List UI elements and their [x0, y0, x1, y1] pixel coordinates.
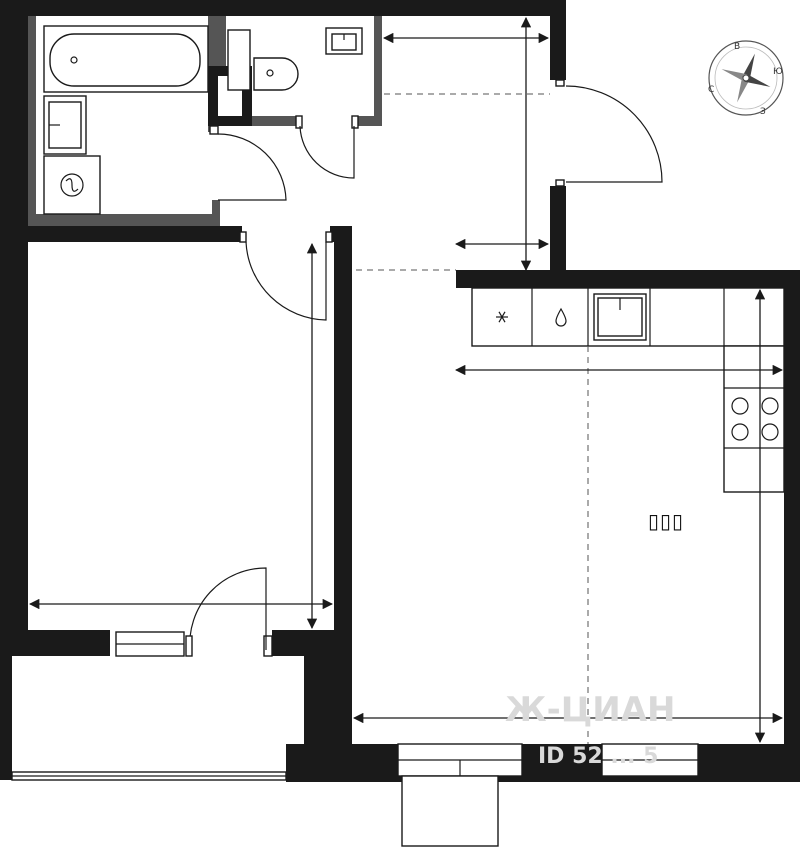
toilet-cistern — [227, 29, 251, 91]
windows — [11, 631, 699, 847]
kitchen-counter — [471, 287, 785, 493]
watermark-id: ID 52 ... 5 — [538, 744, 659, 769]
compass-east: Ю — [773, 67, 783, 77]
compass-west: С — [708, 85, 714, 95]
watermark-logo: Ж-ЦИАН — [505, 690, 676, 730]
room-label: ▯▯▯ — [648, 509, 685, 533]
compass-north: В — [734, 42, 740, 52]
compass-icon: В Ю З С — [708, 40, 784, 117]
toilet — [253, 57, 299, 91]
washing-machine — [43, 155, 101, 215]
zone-lines — [356, 93, 589, 744]
outer-walls — [0, 0, 800, 782]
snowflake-icon — [496, 311, 508, 323]
drop-icon — [555, 307, 567, 327]
doors — [185, 79, 663, 657]
compass-south: З — [760, 107, 766, 117]
dimension-lines — [28, 16, 784, 744]
bathroom-fixtures — [43, 25, 363, 215]
